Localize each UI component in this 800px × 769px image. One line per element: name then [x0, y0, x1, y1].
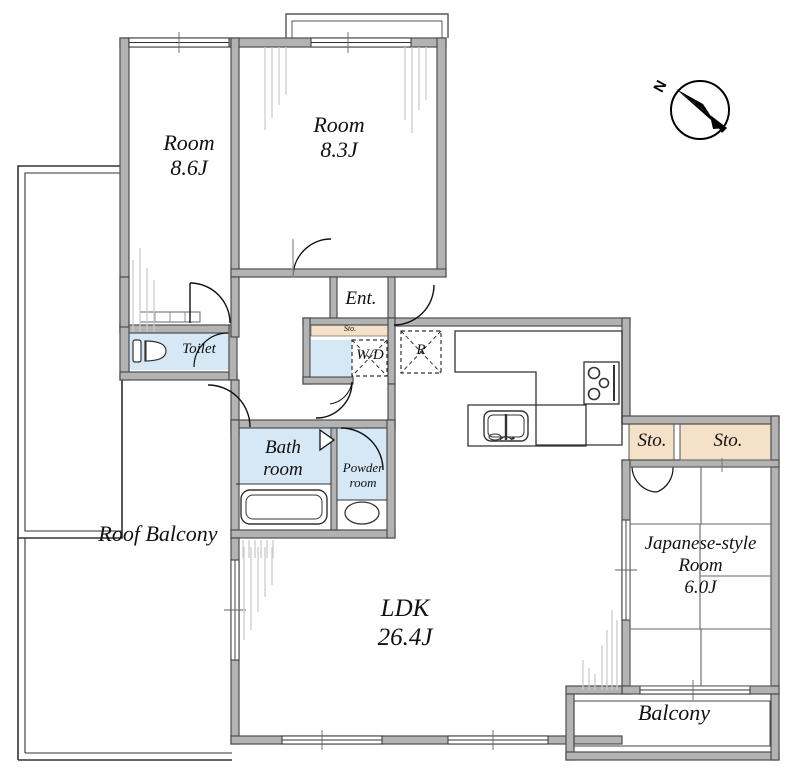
structural-walls	[119, 37, 780, 761]
kitchen-counter	[454, 330, 623, 446]
fixtures	[132, 330, 623, 525]
door-swings	[189, 238, 674, 493]
bathtub-icon	[240, 489, 328, 525]
curtain-hatching	[132, 47, 618, 690]
area-fills	[128, 323, 776, 500]
balcony-inner-outline	[573, 700, 771, 747]
kitchen-sink-icon	[467, 404, 587, 447]
storage-detail	[680, 458, 771, 472]
refrigerator-icon	[400, 330, 442, 374]
compass-rose-icon	[670, 80, 730, 140]
kitchen-stove-icon	[583, 361, 620, 405]
tatami-grid	[629, 466, 772, 687]
washer-dryer-icon	[351, 339, 388, 377]
powder-sink-icon	[337, 499, 387, 525]
toilet-bowl-icon	[132, 339, 167, 363]
roof-balcony-outline	[17, 165, 232, 761]
